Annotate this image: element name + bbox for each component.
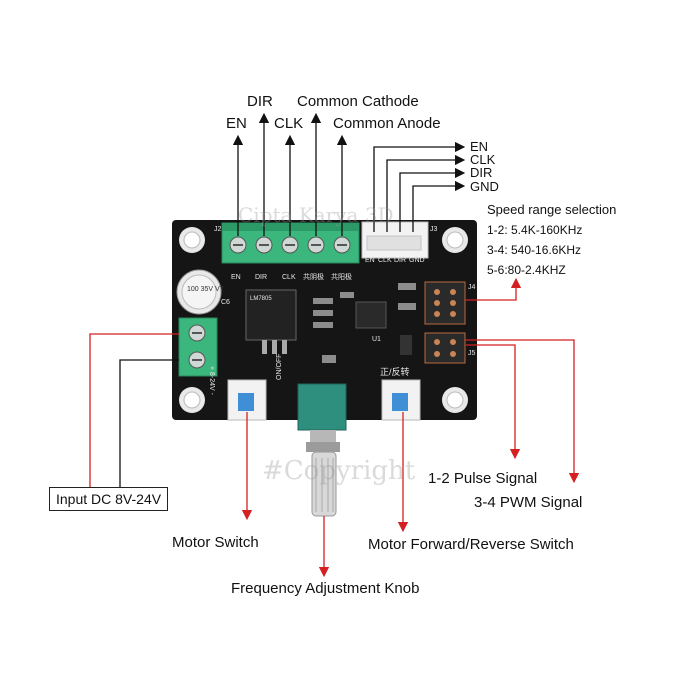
silk-on-off: ON/OFF (276, 353, 283, 380)
label-header-clk: CLK (470, 152, 496, 167)
silk-reg: LM7805 (250, 296, 272, 302)
frequency-knob-body (297, 383, 347, 517)
terminal-arrows (232, 112, 348, 236)
label-motor-forward-reverse: Motor Forward/Reverse Switch (368, 536, 574, 553)
label-dir-terminal: DIR (247, 93, 273, 110)
silk-hdr-dir: DIR (394, 257, 407, 264)
label-pulse-signal: 1-2 Pulse Signal (428, 470, 538, 487)
input-line (119, 359, 179, 487)
label-input-dc: Input DC 8V-24V (49, 487, 169, 511)
label-clk-terminal: CLK (274, 115, 304, 132)
header-arrows (373, 141, 466, 232)
silk-term-ca: 共阳极 (331, 274, 352, 281)
signal-mode-jumpers (424, 332, 466, 364)
power-terminal-block (178, 317, 218, 377)
label-header-dir: DIR (470, 165, 493, 180)
speed-range-jumpers (424, 281, 466, 325)
watermark-top: Cipta Karya 3D (238, 203, 394, 227)
electrolytic-capacitor (176, 269, 222, 315)
silk-u1: U1 (372, 336, 381, 343)
label-speed-title: Speed range selection (487, 202, 617, 217)
silk-hdr-gnd: GND (409, 257, 425, 264)
silk-hdr-en: EN (365, 257, 375, 264)
label-common-cathode: Common Cathode (297, 93, 419, 110)
label-header-gnd: GND (470, 179, 499, 194)
signal-pin-header (361, 221, 429, 259)
silk-c6: C6 (221, 299, 230, 306)
silk-term-cc: 共阴极 (303, 274, 324, 281)
silk-term-en: EN (231, 274, 241, 281)
label-header-en: EN (470, 139, 489, 154)
silk-term-clk: CLK (282, 274, 296, 281)
silk-fwd-rev: 正/反转 (380, 367, 410, 377)
label-speed-3-4: 3-4: 540-16.6KHz (487, 243, 582, 257)
voltage-regulator (245, 289, 297, 354)
silk-j4: J4 (468, 284, 476, 291)
label-motor-switch: Motor Switch (172, 534, 259, 551)
silk-j5: J5 (468, 350, 476, 357)
label-speed-1-2: 1-2: 5.4K-160KHz (487, 223, 583, 237)
silk-j3: J3 (430, 226, 438, 233)
label-speed-5-6: 5-6:80-2.4KHZ (487, 263, 566, 277)
callout-arrows (89, 277, 580, 578)
silk-power: + 8-24V - (208, 366, 215, 395)
silk-term-dir: DIR (255, 274, 268, 281)
label-frequency-knob: Frequency Adjustment Knob (231, 580, 420, 597)
watermark-center: #Copyright (262, 456, 416, 486)
pcb-board (172, 220, 477, 420)
direction-switch-body (381, 379, 421, 421)
smd-components (313, 283, 416, 363)
silk-cap: 100 35V VT (187, 286, 224, 293)
label-pwm-signal: 3-4 PWM Signal (474, 494, 583, 511)
silk-j2: J2 (214, 226, 222, 233)
label-en-terminal: EN (226, 115, 247, 132)
mounting-holes (179, 227, 468, 413)
label-common-anode: Common Anode (333, 115, 441, 132)
silk-hdr-clk: CLK (378, 257, 392, 264)
